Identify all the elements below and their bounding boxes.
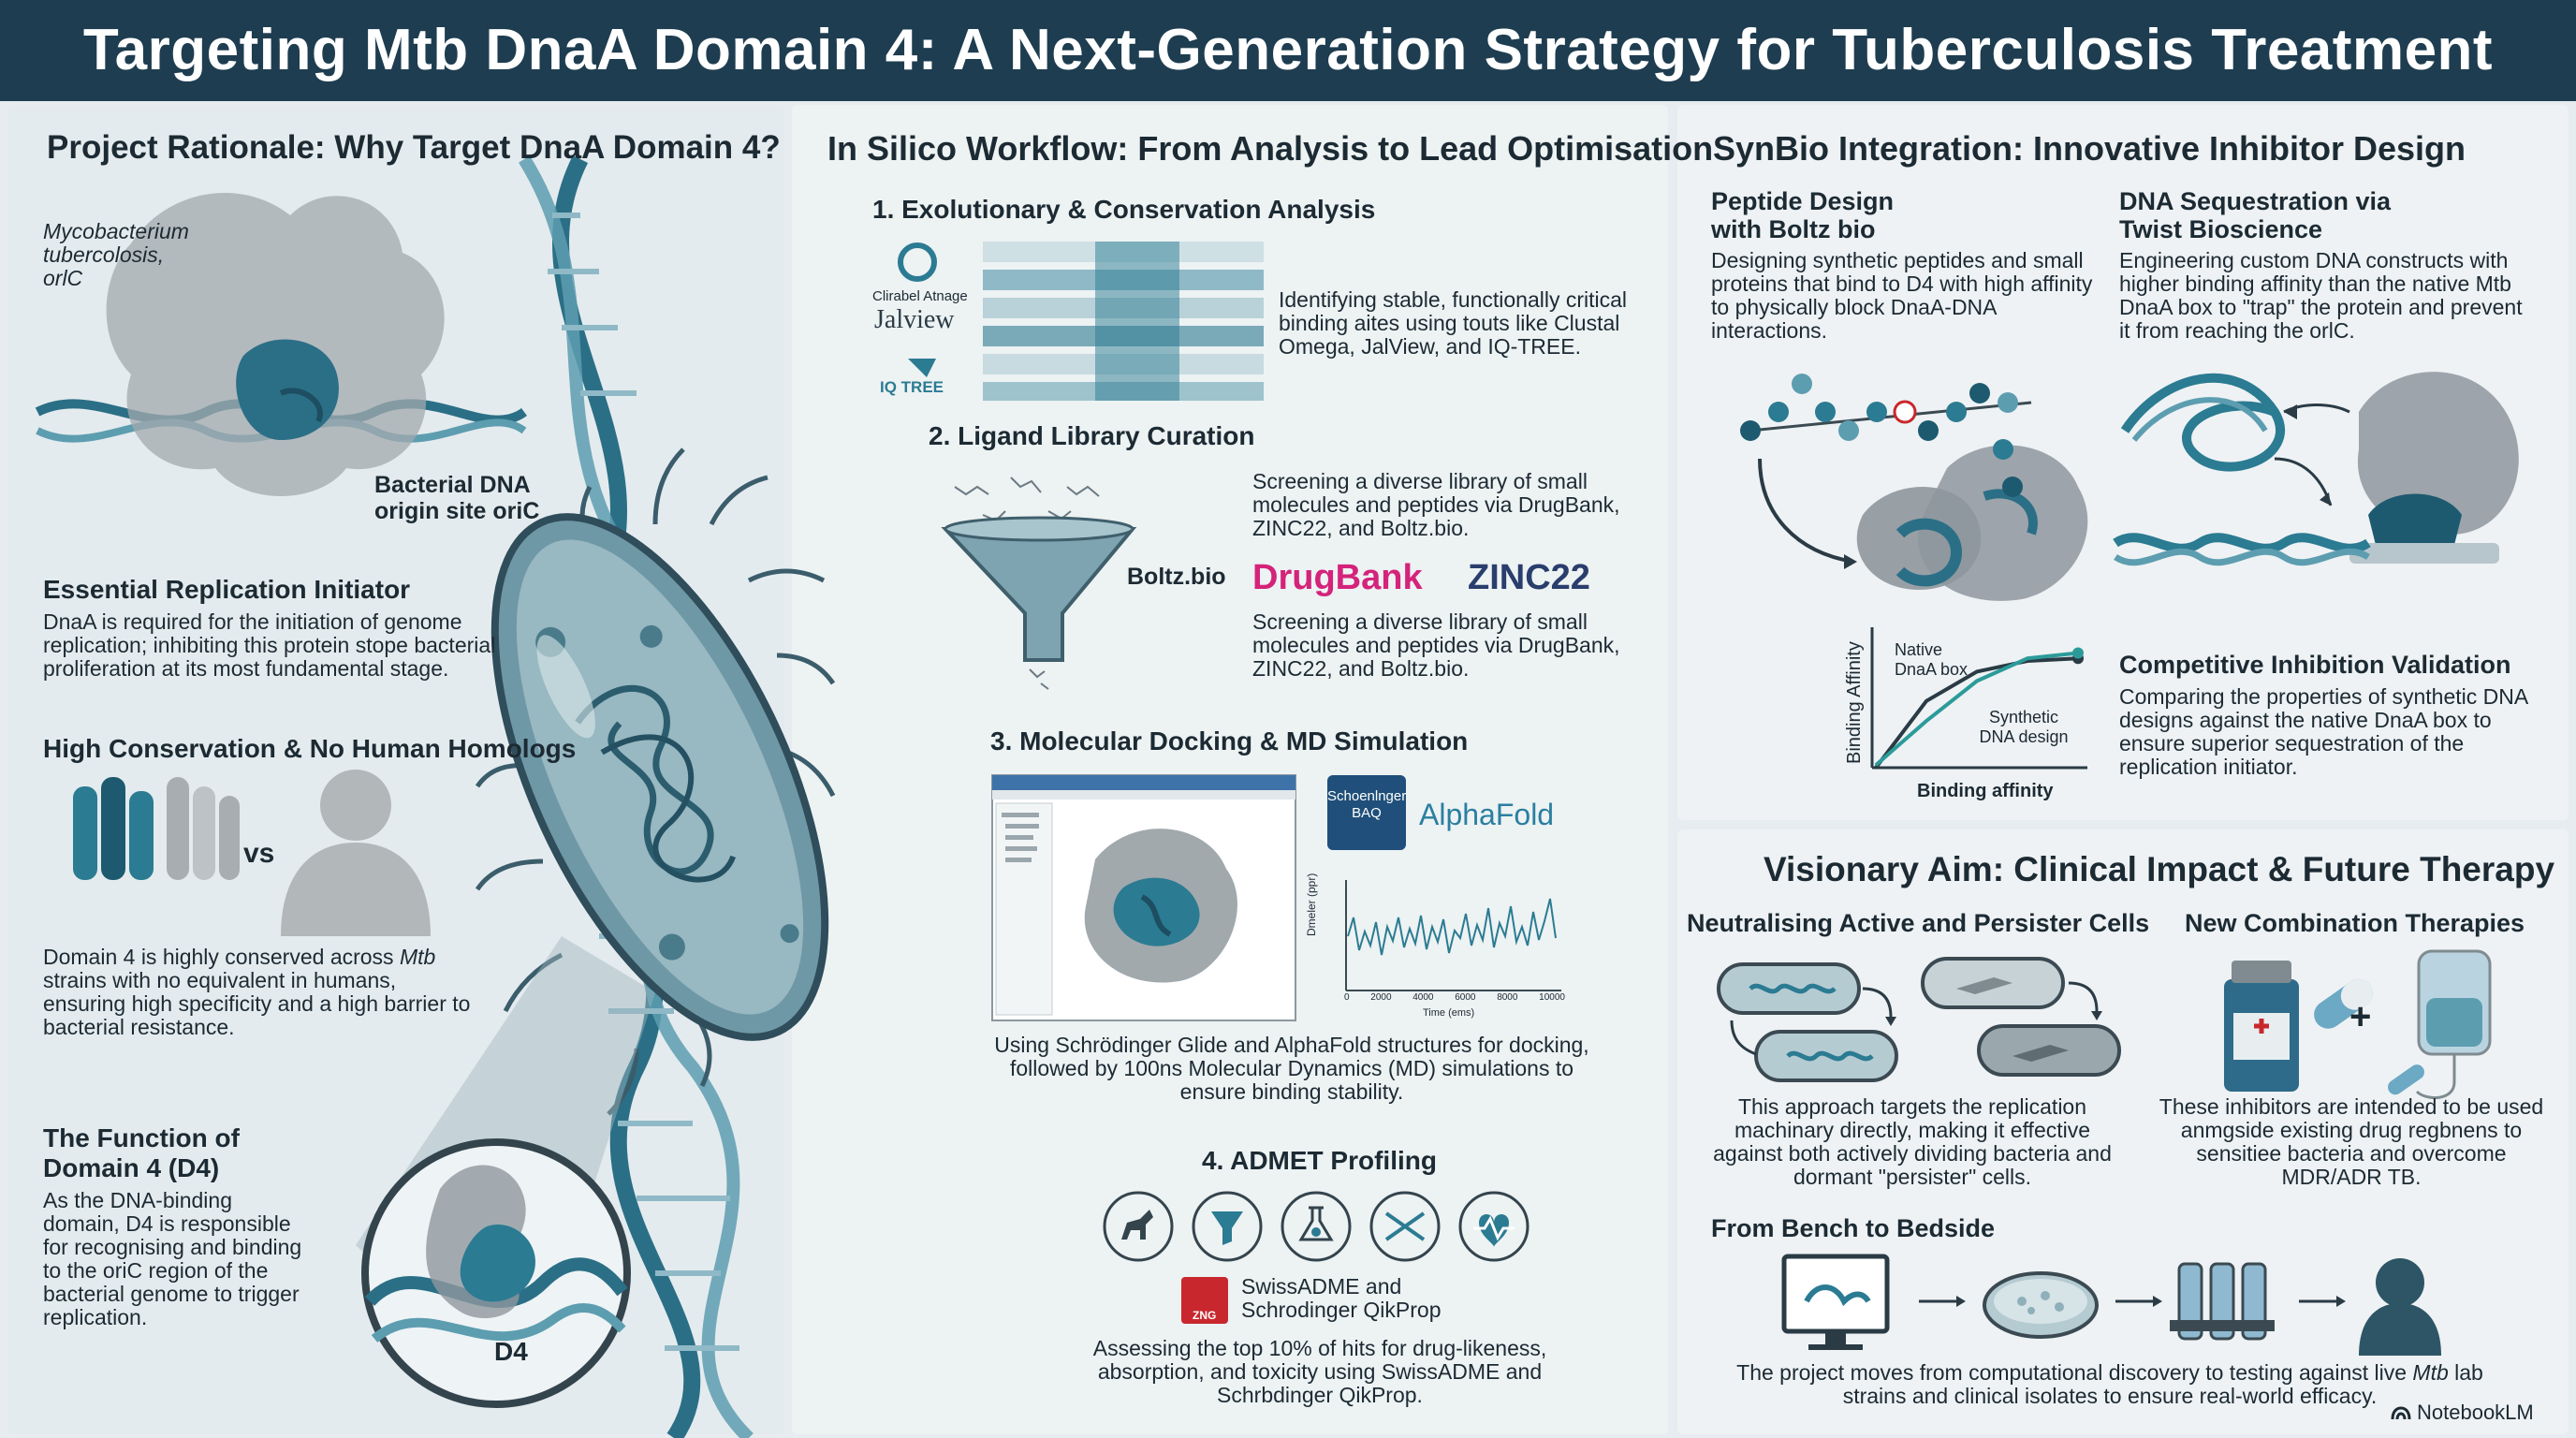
combo-title: New Combination Therapies (2185, 909, 2525, 937)
dna-sequestration-illustration (2113, 372, 2519, 566)
alphafold-logo: AlphaFold (1419, 798, 1555, 831)
conservation-text-em: Mtb (399, 945, 436, 969)
scissors-icon (1369, 1191, 1441, 1262)
peptide-illustration (1740, 374, 2088, 601)
md-xtick: 10000 (1539, 992, 1565, 1003)
md-xtick: 2000 (1370, 992, 1392, 1003)
md-xtick: 6000 (1455, 992, 1476, 1003)
swissadme-logo (1181, 1277, 1228, 1324)
sequestration-title: DNA Sequestration via Twist Bioscience (2119, 187, 2392, 243)
tool-jalview: Jalview (874, 305, 955, 334)
synbio-heading: SynBio Integration: Innovative Inhibitor… (1713, 129, 2466, 168)
dog-icon (1103, 1191, 1174, 1262)
step4-title: 4. ADMET Profiling (1202, 1146, 1437, 1175)
sequestration-text: Engineering custom DNA constructs with h… (2119, 248, 2523, 343)
peptide-text: Designing synthetic peptides and small p… (1711, 248, 2093, 343)
active-text: This approach targets the replication ma… (1713, 1094, 2112, 1189)
rationale-heading: Project Rationale: Why Target DnaA Domai… (47, 129, 781, 166)
flask-icon (1281, 1191, 1352, 1262)
replication-title: Essential Replication Initiator (43, 575, 411, 604)
bench-to-bedside-illustration (1781, 1254, 2441, 1356)
bench-text-em: Mtb (2412, 1360, 2449, 1385)
series-endpoint-marker (2072, 647, 2084, 659)
step2-text-top: Screening a diverse library of small mol… (1252, 469, 1620, 540)
workflow-heading: In Silico Workflow: From Analysis to Lea… (827, 129, 1714, 168)
vs-label: vs (243, 838, 275, 869)
competitive-text: Comparing the properties of synthetic DN… (2119, 684, 2527, 779)
schrodinger-logo: Schoenlnger BAQ (1327, 788, 1407, 821)
conservation-tool-logos (898, 242, 1264, 401)
conservation-text: Domain 4 is highly conserved across Mtb … (43, 946, 474, 1039)
md-plot-xticks: 0 2000 4000 6000 8000 10000 (1344, 992, 1565, 1003)
md-xtick: 8000 (1497, 992, 1518, 1003)
competitive-title: Competitive Inhibition Validation (2119, 651, 2511, 679)
page-title: Targeting Mtb DnaA Domain 4: A Next-Gene… (0, 0, 2576, 101)
funnel-icon (1192, 1191, 1263, 1262)
bench-text: The project moves from computational dis… (1735, 1361, 2484, 1408)
chart-xlabel: Binding affinity (1917, 781, 2054, 801)
drugbank-logo: DrugBank (1252, 558, 1423, 597)
series-synthetic-line (1874, 651, 2079, 767)
series-synthetic-label: Synthetic DNA design (1979, 708, 2069, 746)
md-trajectory-plot (1345, 880, 1561, 991)
tool-clustal: Clirabel Atnage (872, 288, 968, 304)
function-text: As the DNA-binding domain, D4 is respons… (43, 1188, 302, 1329)
bench-text-b: lab strains and clinical isolates to ens… (1842, 1360, 2483, 1408)
step2-text-bottom: Screening a diverse library of small mol… (1252, 609, 1620, 681)
conservation-text-a: Domain 4 is highly conserved across (43, 945, 400, 969)
species-label: Mycobacterium tubercolosis, orlC (43, 219, 189, 290)
peptide-title: Peptide Design with Boltz bio (1711, 187, 1895, 243)
notebooklm-logo-icon (2391, 1406, 2411, 1420)
funnel-illustration (941, 477, 1137, 690)
bench-text-a: The project moves from computational dis… (1736, 1360, 2413, 1385)
schrodinger-logo-mark (1327, 775, 1406, 850)
funnel-label: Boltz.bio (1127, 564, 1226, 590)
admet-icons (1103, 1191, 1530, 1262)
active-title: Neutralising Active and Persister Cells (1687, 909, 2150, 937)
docking-software-window (991, 774, 1296, 1021)
md-plot-xlabel: Time (ems) (1423, 1007, 1475, 1019)
step2-title: 2. Ligand Library Curation (929, 421, 1255, 450)
combination-therapy-illustration (2224, 949, 2492, 1100)
combo-plus-sign: + (2349, 996, 2372, 1037)
notebooklm-brand: NotebookLM (2391, 1401, 2534, 1425)
tool-iqtree: IQ TREE (880, 378, 944, 396)
step4-text: Assessing the top 10% of hits for drug-l… (1092, 1336, 1547, 1407)
md-xtick: 0 (1344, 992, 1350, 1003)
chart-ylabel: Binding Affinity (1844, 641, 1865, 764)
series-native-line (1874, 656, 2079, 770)
series-native-label: Native DnaA box (1895, 640, 1969, 679)
conservation-text-b: strains with no equivalent in humans, en… (43, 968, 471, 1039)
step3-title: 3. Molecular Docking & MD Simulation (990, 726, 1469, 756)
dna-label: Bacterial DNA origin site oriC (374, 472, 540, 524)
md-plot-ylabel: Dmeler (ppr) (1305, 873, 1318, 936)
md-xtick: 4000 (1412, 992, 1434, 1003)
zinc22-logo: ZINC22 (1468, 558, 1590, 597)
function-title: The Function of Domain 4 (D4) (43, 1123, 240, 1182)
conservation-title: High Conservation & No Human Homologs (43, 734, 577, 763)
alignment-grid (983, 242, 1264, 401)
heartbeat-icon (1458, 1191, 1530, 1262)
bench-title: From Bench to Bedside (1711, 1214, 1996, 1242)
peptide-chain (1740, 374, 2032, 497)
step3-text: Using Schrödinger Glide and AlphaFold st… (994, 1033, 1589, 1104)
brand-label: NotebookLM (2417, 1401, 2534, 1424)
d4-label: D4 (494, 1337, 528, 1366)
swissadme-logo-text: ZNG (1193, 1309, 1217, 1322)
step1-title: 1. Exolutionary & Conservation Analysis (872, 195, 1376, 224)
step1-text: Identifying stable, functionally critica… (1279, 287, 1628, 359)
step4-tools: SwissADME and Schrodinger QikProp (1241, 1274, 1442, 1322)
binding-affinity-chart (1870, 627, 2087, 770)
vision-heading: Visionary Aim: Clinical Impact & Future … (1764, 850, 2555, 888)
cell-division-illustration (1717, 957, 2121, 1082)
combo-text: These inhibitors are intended to be used… (2159, 1094, 2544, 1189)
replication-text: DnaA is required for the initiation of g… (43, 609, 496, 681)
